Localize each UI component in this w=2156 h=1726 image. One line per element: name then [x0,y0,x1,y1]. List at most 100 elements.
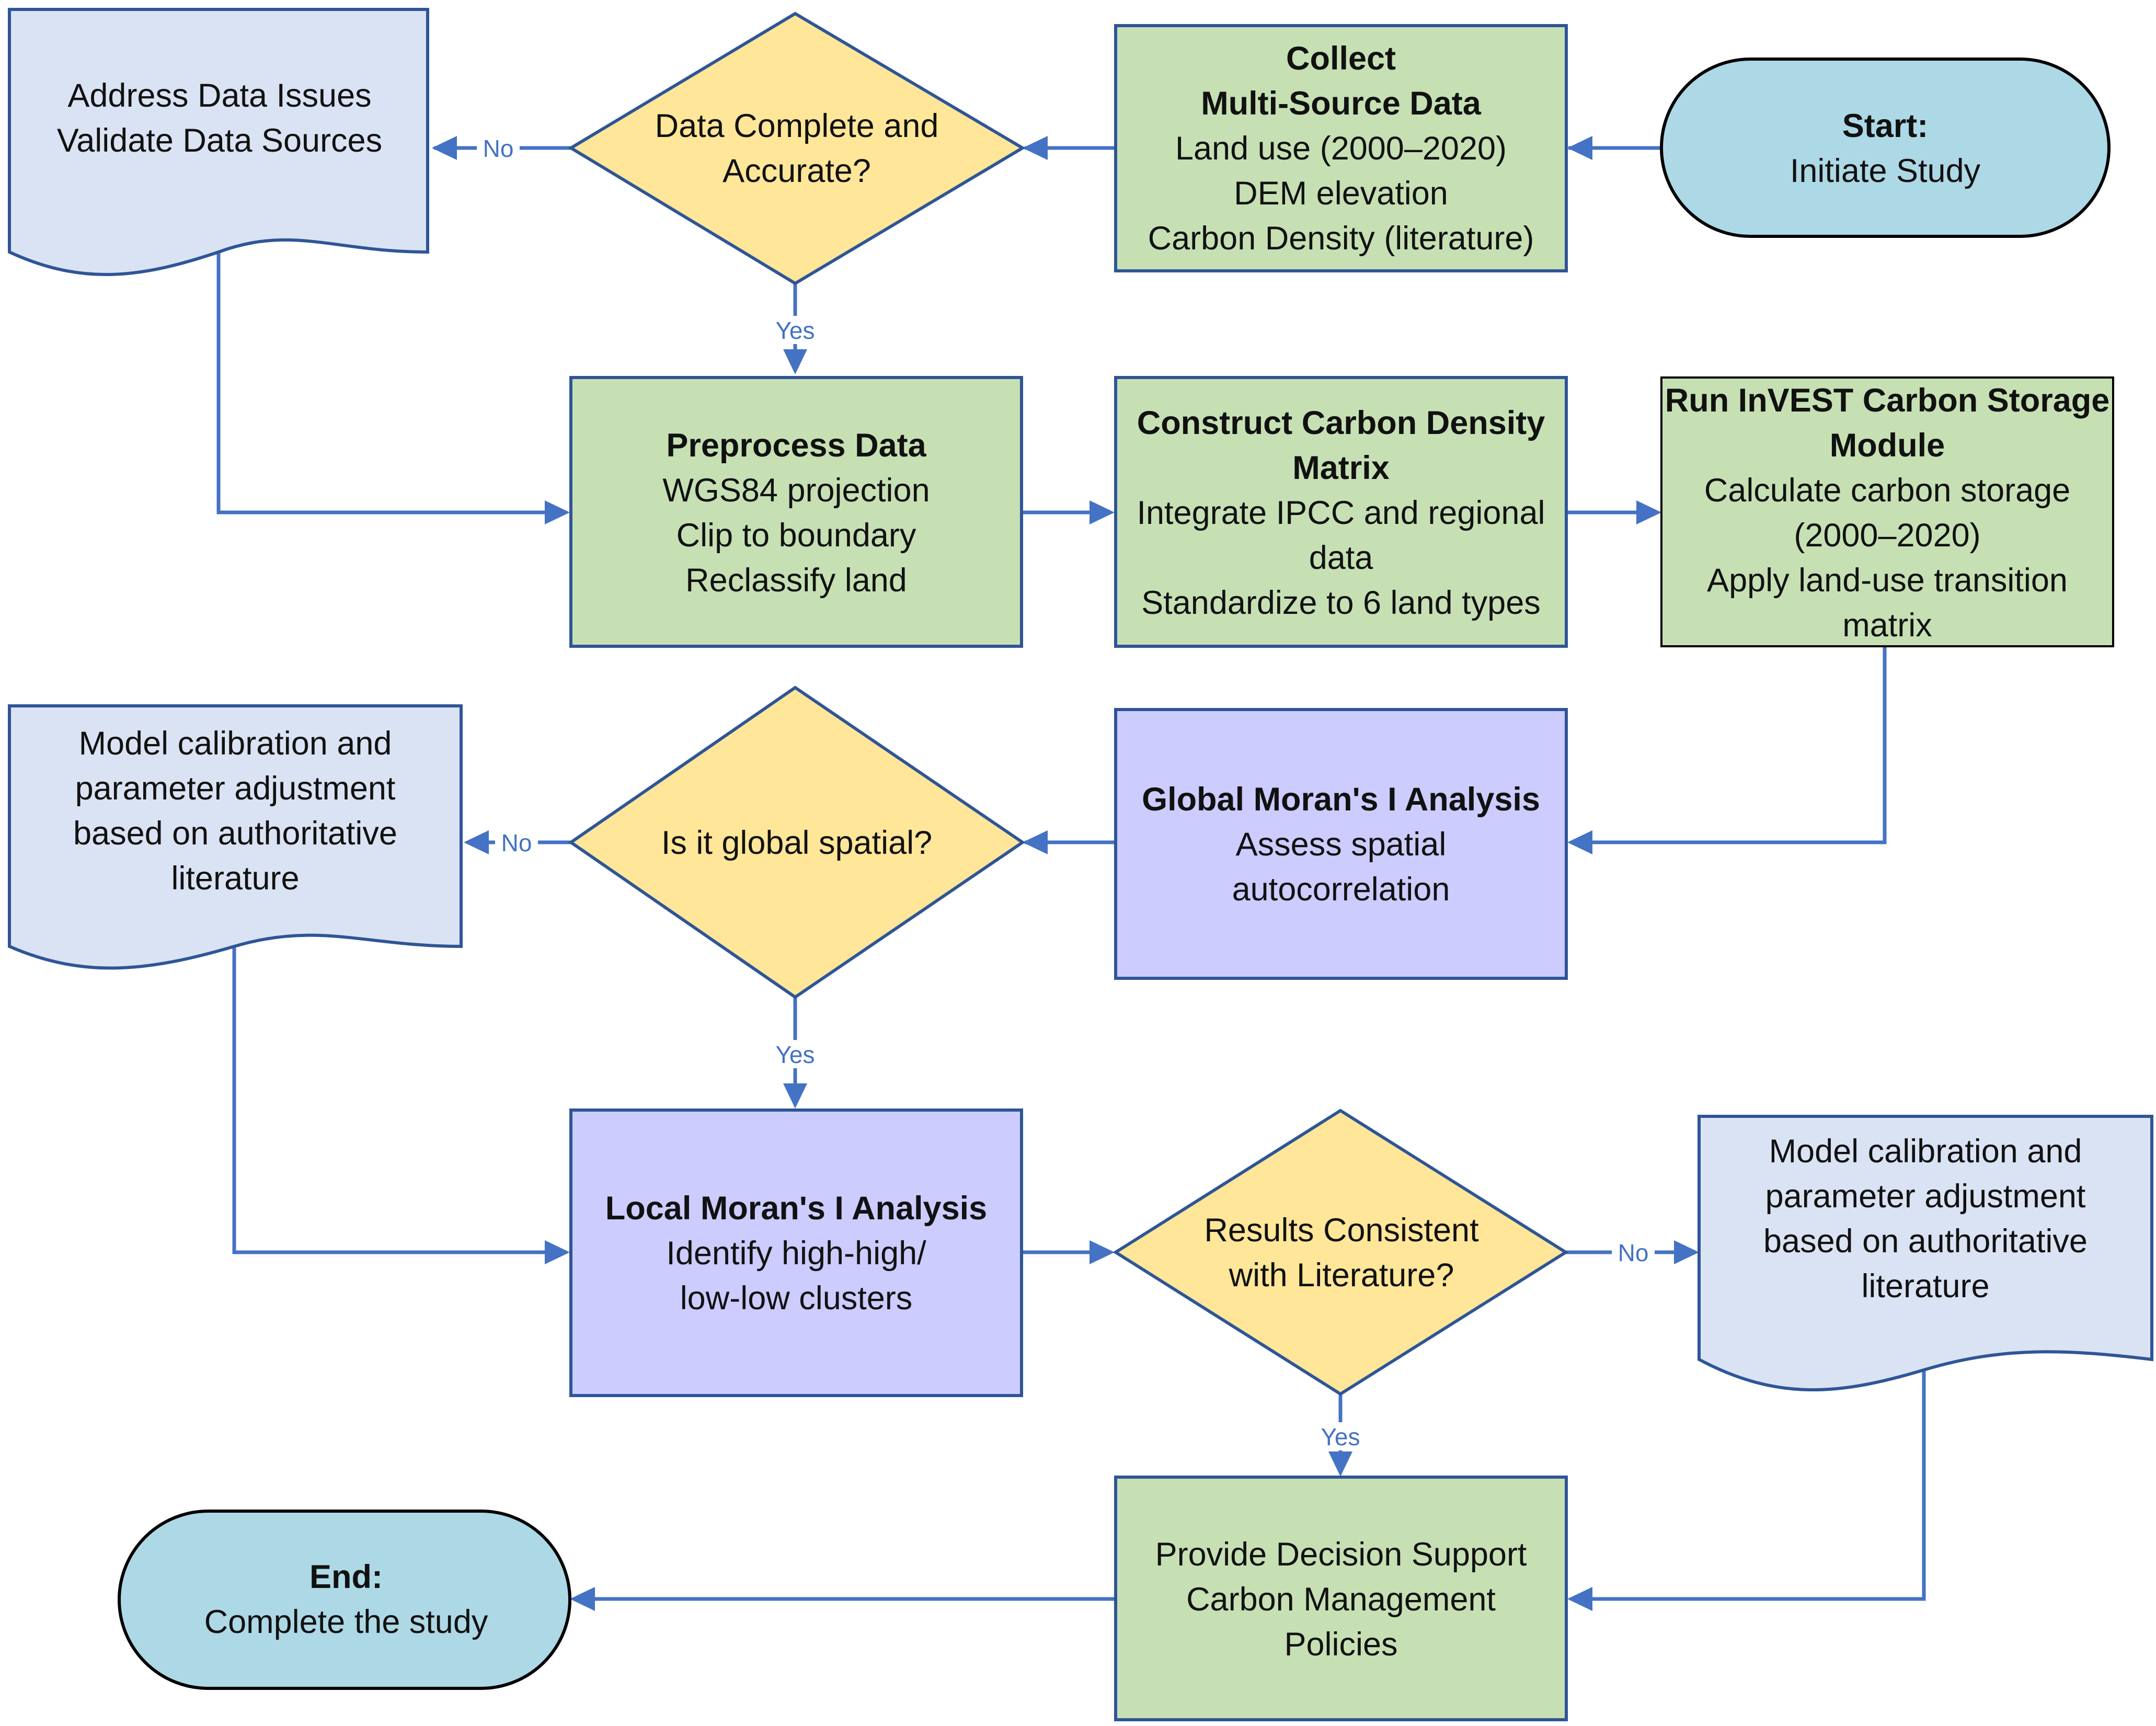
node-line: DEM elevation [1234,175,1448,212]
arrowhead-icon [1567,830,1592,854]
node-line: Multi-Source Data [1201,85,1482,122]
edge-address-issues-to-preprocess [216,252,565,515]
arrowhead-icon [1090,1240,1115,1264]
node-line: based on authoritative [73,815,397,852]
arrowhead-icon [545,1240,570,1264]
node-line: Model calibration and [79,725,392,762]
edge-calibration-left-to-local [232,946,565,1254]
node-line: Complete the study [204,1604,488,1640]
node-line: End: [309,1559,383,1595]
arrowhead-icon [1567,136,1592,160]
node-line: Calculate carbon storage [1704,472,2070,509]
node-line: parameter adjustment [1765,1178,2086,1215]
node-line: low-low clusters [680,1280,913,1317]
node-line: Is it global spatial? [661,825,932,861]
edge-label-no: No [483,135,514,162]
node-line: Results Consistent [1204,1212,1479,1249]
node-line: Clip to boundary [676,517,916,554]
edge-label-bg [770,1040,821,1068]
arrowhead-icon [570,1587,595,1611]
node-line: Carbon Management [1186,1581,1496,1618]
node-line: (2000–2020) [1794,517,1980,554]
edge-label-bg [1315,1422,1366,1450]
end-terminal: End: Complete the study [118,1510,571,1690]
edge-label-no: No [1618,1239,1649,1266]
node-line: Standardize to 6 land types [1141,585,1541,621]
arrowhead-icon [1567,1587,1592,1611]
global-spatial-decision: Is it global spatial? [568,685,1026,999]
start-terminal-text: Start: Initiate Study [1790,108,1981,189]
node-line: Module [1830,427,1945,464]
node-line: Initiate Study [1790,153,1981,189]
arrowhead-icon [432,136,457,160]
node-line: Model calibration and [1769,1133,2082,1170]
arrowhead-icon [1023,136,1048,160]
start-terminal: Start: Initiate Study [1660,58,2111,238]
edge-label-yes: Yes [775,1041,815,1068]
node-line: parameter adjustment [75,770,396,807]
node-line: based on authoritative [1763,1223,2088,1260]
node-line: Start: [1842,108,1929,144]
calibration-left-text: Model calibration and parameter adjustmen… [73,725,397,897]
node-line: Integrate IPCC and regional [1137,495,1545,531]
node-line: Policies [1284,1626,1397,1663]
node-line: Carbon Density (literature) [1148,220,1534,257]
node-line: Validate Data Sources [57,122,382,159]
node-line: autocorrelation [1232,871,1450,908]
end-terminal-text: End: Complete the study [204,1559,488,1640]
node-line: with Literature? [1229,1257,1454,1294]
calibration-left-document: Model calibration and parameter adjustmen… [8,704,463,970]
node-line: Accurate? [723,153,871,189]
arrowhead-icon [545,500,570,524]
arrowhead-icon [464,830,489,854]
node-line: Land use (2000–2020) [1175,130,1507,167]
node-line: Collect [1286,40,1396,77]
edge-label-bg [495,828,538,856]
results-consistent-decision: Results Consistent with Literature? [1113,1108,1569,1396]
arrowhead-icon [1090,500,1115,524]
global-spatial-text: Is it global spatial? [661,825,932,861]
results-consistent-text: Results Consistent with Literature? [1204,1212,1479,1294]
arrowhead-icon [1674,1240,1699,1264]
node-line: Address Data Issues [67,77,371,114]
node-line: Reclassify land [685,562,907,599]
node-line: Assess spatial [1236,826,1447,863]
arrowhead-icon [783,1083,807,1108]
node-line: Global Moran's I Analysis [1142,781,1540,818]
edge-label-no: No [501,829,532,856]
edge-label-bg [477,134,520,162]
arrowhead-icon [1328,1451,1352,1477]
node-line: WGS84 projection [662,472,930,509]
node-line: Data Complete and [655,108,939,144]
edge-label-bg [1612,1238,1655,1266]
edge-label-yes: Yes [1321,1423,1360,1450]
node-line: Identify high-high/ [666,1235,926,1272]
node-line: data [1309,540,1374,576]
node-line: matrix [1842,607,1932,644]
node-line: Local Moran's I Analysis [605,1190,987,1227]
edge-calibration-right-to-decision [1574,1370,1926,1601]
calibration-right-document: Model calibration and parameter adjustmen… [1698,1115,2153,1391]
node-line: Matrix [1292,450,1390,486]
node-line: Provide Decision Support [1155,1536,1527,1573]
arrowhead-icon [1636,500,1661,524]
node-line: Preprocess Data [666,427,926,464]
node-line: literature [1861,1268,1989,1305]
node-line: Apply land-use transition [1707,562,2068,599]
